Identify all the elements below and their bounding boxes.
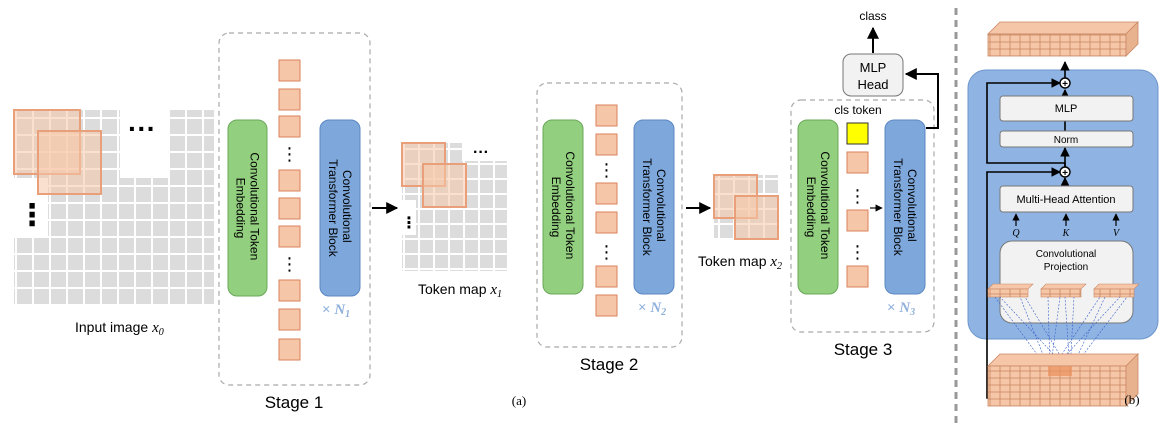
multi-head-attention-box: Multi-Head Attention: [999, 185, 1134, 213]
stage-3-vdots-a: ⋮: [849, 186, 867, 206]
output-token-slab: [987, 21, 1139, 57]
svg-text:MLP: MLP: [860, 60, 887, 75]
stage-1-vdots-a: ⋮: [281, 144, 299, 164]
stage-3-vdots-b: ⋮: [849, 242, 867, 262]
stage-3-box: [790, 99, 935, 333]
stage-1-embedding: Convolutional Token Embedding: [227, 119, 268, 297]
svg-text:Convolutional Transforme: Convolutional Transformer Block: [891, 158, 919, 257]
token-map-2-grid: [713, 174, 779, 240]
svg-text:+: +: [1062, 79, 1068, 90]
stage-1-transformer-block: Convolutional Transformer Block: [319, 119, 361, 297]
svg-text:Convolutional Transforme: Convolutional Transformer Block: [640, 158, 668, 257]
q-label: Q: [1012, 228, 1020, 239]
stage-2-box: [536, 82, 683, 348]
token-map-1-vdots: ⋮: [401, 215, 417, 232]
input-image-vdots: ⋮: [17, 199, 47, 232]
svg-text:MLP: MLP: [1055, 103, 1078, 115]
add-node-bottom: +: [1059, 166, 1071, 179]
stage-3-label: Stage 3: [834, 340, 893, 359]
token-map-1-label: Token map x1: [418, 281, 502, 300]
stage-2-embedding: Convolutional Token Embedding: [542, 119, 584, 295]
k-label: K: [1062, 228, 1071, 239]
stage-2-transformer-block: Convolutional Transformer Block: [633, 119, 675, 295]
class-label: class: [859, 9, 886, 23]
projection-slab-k: [1040, 283, 1087, 298]
svg-text:Convolutional Token Embe: Convolutional Token Embedding: [804, 151, 832, 262]
svg-text:Projection: Projection: [1044, 262, 1088, 273]
stage-1-repeat-label: × N1: [322, 302, 350, 320]
svg-text:+: +: [1062, 168, 1068, 179]
figure-b-label: (b): [1124, 392, 1139, 407]
stage-2-repeat-label: × N2: [638, 300, 666, 318]
svg-text:Convolutional Token Embe: Convolutional Token Embedding: [549, 151, 577, 262]
svg-text:Convolutional: Convolutional: [1036, 249, 1097, 260]
input-image-grid: [13, 109, 214, 306]
stage-2-vdots-a: ⋮: [598, 160, 616, 180]
token-map-1-grid: [401, 142, 507, 271]
token-map-2-label: Token map x2: [698, 253, 782, 272]
stage-3-embedding: Convolutional Token Embedding: [797, 119, 839, 295]
stage-2-label: Stage 2: [580, 355, 639, 374]
svg-text:Head: Head: [857, 77, 888, 92]
stage-2-vdots-b: ⋮: [598, 242, 616, 262]
input-image-label: Input image x0: [75, 319, 164, 338]
v-label: V: [1113, 228, 1121, 239]
input-token-slab: [987, 353, 1139, 407]
stage-1-vdots-b: ⋮: [281, 254, 299, 274]
stage-1-label: Stage 1: [265, 393, 324, 412]
input-image-hdots: ···: [128, 113, 156, 144]
svg-text:Convolutional Transforme: Convolutional Transformer Block: [326, 159, 354, 258]
mlp-head-box: MLP Head: [842, 53, 904, 97]
stage-2-token-column: [595, 104, 618, 317]
svg-text:Convolutional Token Embe: Convolutional Token Embedding: [234, 152, 262, 263]
cls-token-label: cls token: [834, 103, 881, 117]
svg-text:Norm: Norm: [1054, 135, 1078, 146]
projection-slab-v: [1093, 283, 1140, 298]
stage-3-transformer-block: Convolutional Transformer Block: [884, 119, 926, 295]
stage-1-token-column: [278, 59, 301, 361]
stage-3-repeat-label: × N3: [887, 300, 915, 318]
cls-token: [846, 122, 869, 145]
norm-box: Norm: [999, 130, 1134, 148]
convolutional-projection-box: Convolutional Projection: [999, 240, 1134, 324]
projection-slab-q: [987, 283, 1034, 298]
svg-text:Multi-Head Attention: Multi-Head Attention: [1016, 194, 1115, 206]
figure-a-label: (a): [512, 393, 526, 408]
stage-1-box: [218, 32, 371, 386]
stage-3-token-column: [846, 122, 869, 288]
mlp-box: MLP: [999, 95, 1134, 122]
token-map-1-hdots: ···: [473, 144, 489, 161]
arrow-block-to-mlp-head: [904, 68, 939, 129]
